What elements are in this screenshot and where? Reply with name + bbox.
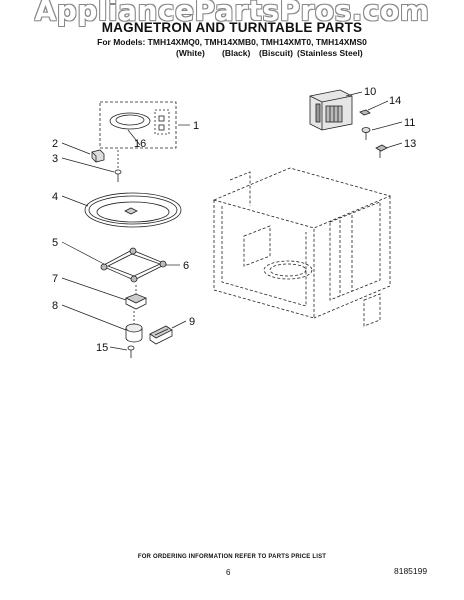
callout-5: 5 <box>52 237 58 249</box>
finish-stainless: (Stainless Steel) <box>297 48 363 58</box>
callout-8: 8 <box>52 300 58 312</box>
callout-4: 4 <box>52 191 58 203</box>
part-roller-ring <box>100 247 167 283</box>
callout-14: 14 <box>389 95 401 107</box>
document-number: 8185199 <box>394 566 428 576</box>
callout-11: 11 <box>404 117 415 129</box>
leader-lines <box>61 91 403 351</box>
finish-black: (Black) <box>222 48 251 58</box>
page-title: MAGNETRON AND TURNTABLE PARTS <box>101 20 363 35</box>
callout-1: 1 <box>193 120 199 132</box>
part-screw-15 <box>127 345 135 358</box>
watermark: AppliancePartsPros.com <box>34 0 430 27</box>
callout-2: 2 <box>52 138 58 150</box>
callout-3: 3 <box>52 153 58 165</box>
part-turntable-motor-box <box>99 101 177 149</box>
page-number: 6 <box>226 568 231 577</box>
callout-9: 9 <box>189 316 195 328</box>
callout-16: 16 <box>134 138 146 150</box>
part-screw-3 <box>114 150 122 182</box>
callout-15: 15 <box>96 342 108 354</box>
finish-white: (White) <box>176 48 205 58</box>
part-glass-tray <box>84 192 182 228</box>
part-coupler <box>125 285 147 310</box>
callout-10: 10 <box>364 86 376 98</box>
callout-6: 6 <box>183 260 189 272</box>
part-fasteners <box>359 109 388 158</box>
part-clip <box>91 149 105 163</box>
callout-13: 13 <box>404 138 416 150</box>
part-drive-hub <box>125 311 143 343</box>
ordering-note: FOR ORDERING INFORMATION REFER TO PARTS … <box>137 554 327 560</box>
part-magnetron <box>309 89 353 131</box>
callout-7: 7 <box>52 273 58 285</box>
finish-biscuit: (Biscuit) <box>259 48 293 58</box>
part-switch <box>149 325 173 345</box>
model-list: For Models: TMH14XMQ0, TMH14XMB0, TMH14X… <box>97 37 367 47</box>
microwave-chassis <box>212 167 392 327</box>
